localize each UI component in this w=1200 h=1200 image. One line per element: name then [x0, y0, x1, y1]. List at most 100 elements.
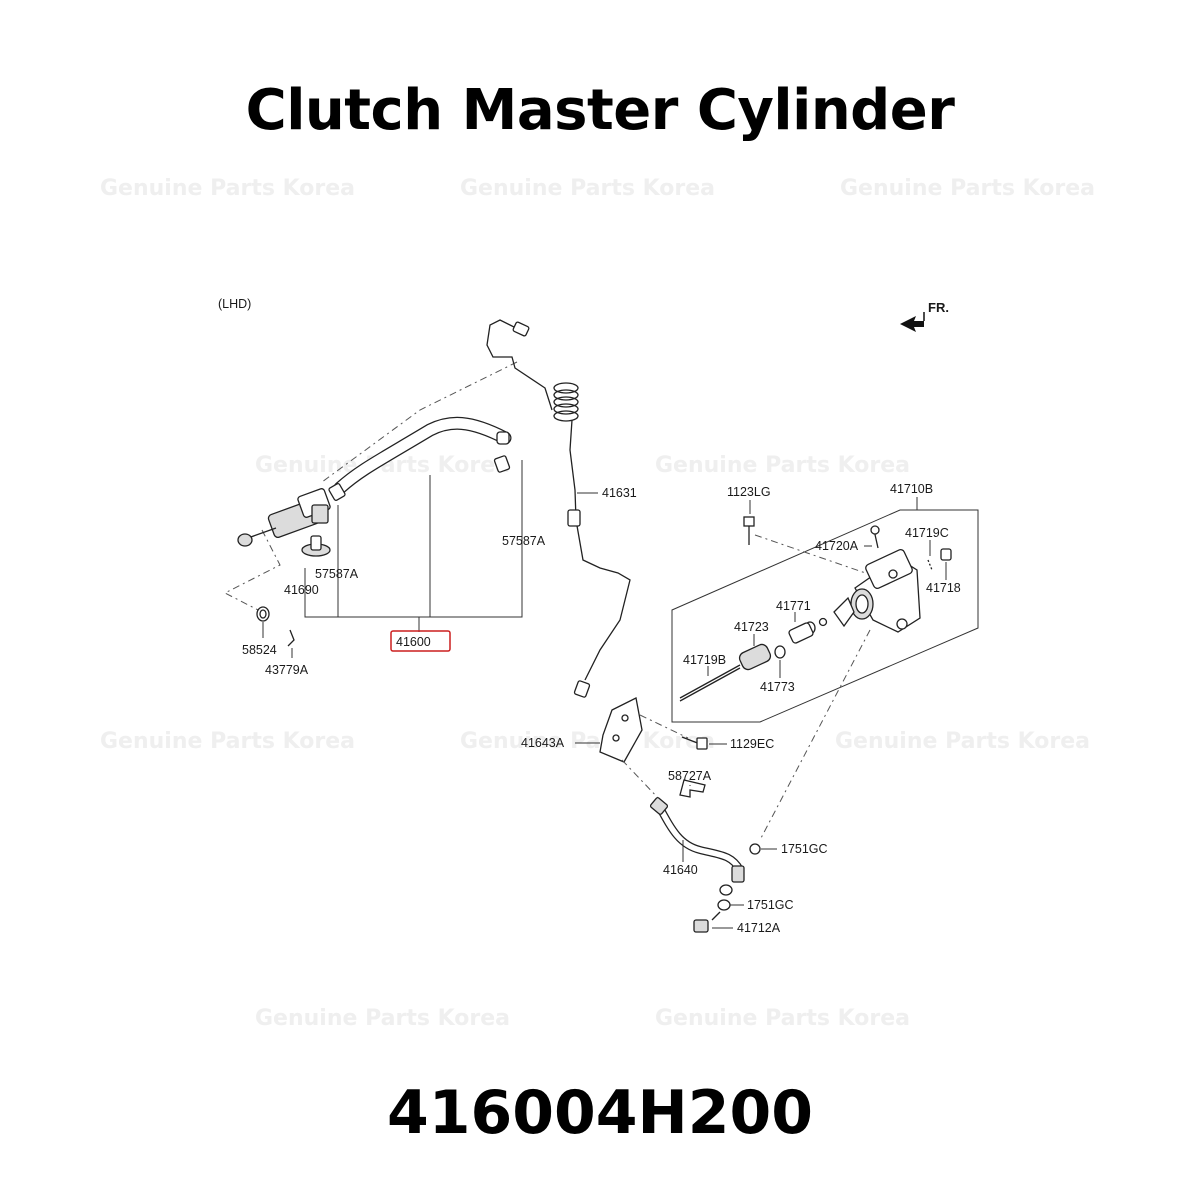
- callout-1123LG: 1123LG: [727, 485, 771, 499]
- highlighted-part-box: [390, 630, 451, 652]
- watermark: Genuine Parts Korea: [840, 176, 1095, 201]
- watermark: Genuine Parts Korea: [460, 729, 715, 754]
- hose-clip-58727A: [679, 779, 706, 798]
- seal-ring: [259, 609, 267, 619]
- routing-line: [321, 361, 518, 483]
- front-label: FR.: [928, 300, 949, 315]
- callout-41723: 41723: [734, 620, 769, 634]
- callout-41719C: 41719C: [905, 526, 949, 540]
- left-leaders: [262, 460, 523, 658]
- routing-line: [759, 629, 871, 841]
- washer: [749, 843, 761, 855]
- cylinder-housing-top: [865, 549, 913, 589]
- clutch-pipe: 41631: [486, 319, 637, 698]
- pipe-clip: [567, 509, 581, 527]
- callout-58524: 58524: [242, 643, 277, 657]
- callout-57587A-left: 57587A: [315, 567, 359, 581]
- mount-hole: [896, 618, 908, 630]
- bolt-1123LG: [743, 516, 755, 545]
- callout-1129EC: 1129EC: [730, 737, 774, 751]
- banjo-fitting: [719, 884, 733, 896]
- bleeder-cap: [870, 525, 880, 535]
- watermark: Genuine Parts Korea: [460, 176, 715, 201]
- bolt-head: [743, 516, 755, 527]
- push-rod: [679, 667, 741, 702]
- internal-parts: [679, 617, 828, 702]
- release-cylinder-body: [833, 549, 921, 633]
- washer: [717, 899, 731, 911]
- push-rod: [679, 664, 741, 699]
- callout-41710B: 41710B: [890, 482, 933, 496]
- callout-41690: 41690: [284, 583, 319, 597]
- release-cylinder-assembly: 41710B 1123LG 41720A 41719C 41718: [671, 482, 979, 841]
- pipe-bracket: 41643A: [521, 697, 689, 801]
- clutch-hose: 58727A 41640 1751GC 1751GC 41712A: [649, 769, 828, 935]
- callout-41712A: 41712A: [737, 921, 781, 935]
- pipe-fitting: [573, 680, 591, 698]
- clutch-pipe-line: [569, 419, 631, 681]
- watermark: Genuine Parts Korea: [655, 453, 910, 478]
- push-rod: [247, 527, 277, 539]
- hose-end-fitting: [496, 431, 510, 445]
- group-outline: [671, 509, 979, 723]
- reservoir-hose: [334, 418, 511, 494]
- pipe-coil: [553, 382, 579, 422]
- bolt-shank: [711, 911, 721, 921]
- hose-clip: [328, 483, 346, 501]
- watermark: Genuine Parts Korea: [835, 729, 1090, 754]
- bracket-hole: [621, 714, 629, 722]
- callout-41643A: 41643A: [521, 736, 565, 750]
- hose-body: [657, 805, 743, 873]
- callout-1751GC-bottom: 1751GC: [747, 898, 794, 912]
- callout-41720A: 41720A: [815, 539, 859, 553]
- callout-41771: 41771: [776, 599, 811, 613]
- callout-41719B: 41719B: [683, 653, 726, 667]
- dust-cap: [940, 548, 952, 561]
- bolt-1129EC: 1129EC: [681, 736, 774, 751]
- callout-57587A-right: 57587A: [502, 534, 546, 548]
- piston-rod-cap: [788, 622, 814, 644]
- spring: [927, 559, 933, 571]
- cylinder-bore: [855, 594, 869, 614]
- dust-boot: [833, 596, 855, 628]
- clutch-pipe-line: [486, 319, 553, 411]
- callout-58727A: 58727A: [668, 769, 712, 783]
- hose-end-fitting: [649, 797, 669, 815]
- ball: [818, 617, 828, 627]
- left-labels: 41600 57587A 57587A 41690 58524 43779A: [242, 534, 546, 677]
- pipe-fitting: [512, 321, 530, 337]
- part-number: 416004H200: [387, 1078, 813, 1148]
- callout-1751GC-top: 1751GC: [781, 842, 828, 856]
- watermark: Genuine Parts Korea: [100, 176, 355, 201]
- routing-line: [621, 759, 661, 801]
- front-arrow-icon: [900, 316, 924, 332]
- callout-41640: 41640: [663, 863, 698, 877]
- piston-seal: [774, 645, 786, 659]
- master-cylinder-port: [311, 504, 329, 524]
- watermark: Genuine Parts Korea: [255, 1006, 510, 1031]
- callout-43779A: 43779A: [265, 663, 309, 677]
- routing-line: [223, 529, 281, 613]
- routing-line: [754, 534, 881, 579]
- page-title: Clutch Master Cylinder: [245, 78, 955, 143]
- bolt-head: [693, 919, 709, 933]
- master-cylinder-assembly: [223, 361, 518, 647]
- callout-41718: 41718: [926, 581, 961, 595]
- hose-clip: [493, 455, 511, 473]
- piston: [738, 643, 772, 671]
- clip-pin: [287, 629, 295, 647]
- bracket-41600: [304, 460, 523, 618]
- bolt-head: [696, 737, 708, 750]
- callout-41600: 41600: [396, 635, 431, 649]
- callout-41773: 41773: [760, 680, 795, 694]
- bleed-fitting: [310, 535, 322, 551]
- callout-41631: 41631: [602, 486, 637, 500]
- bracket-hole: [612, 734, 620, 742]
- watermark: Genuine Parts Korea: [100, 729, 355, 754]
- lhd-note: (LHD): [218, 297, 251, 311]
- mount-hole: [888, 569, 898, 579]
- front-direction-indicator: FR.: [900, 300, 949, 332]
- hose-end-fitting: [731, 865, 745, 883]
